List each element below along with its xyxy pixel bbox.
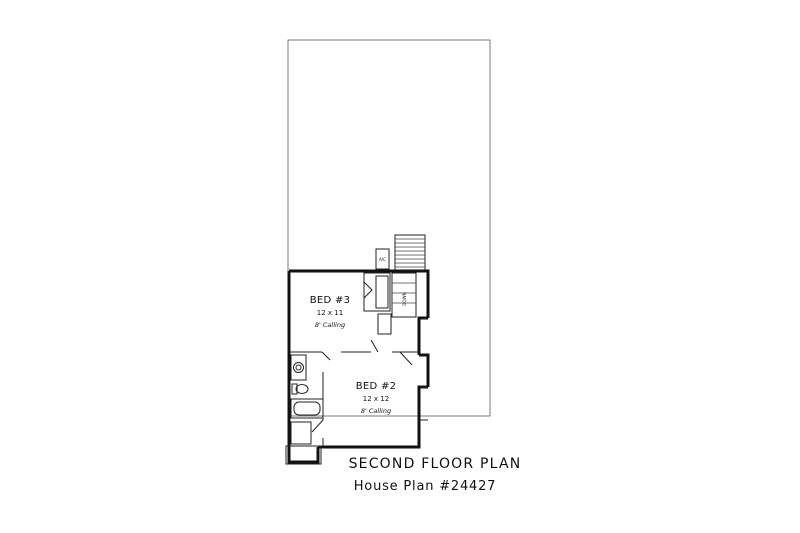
linen-closet <box>290 421 312 445</box>
toilet-icon <box>291 383 309 395</box>
bathroom <box>290 354 324 445</box>
interior-stair: DOWN <box>391 272 417 318</box>
ac-unit: A/C <box>375 248 390 270</box>
ac-label: A/C <box>379 257 386 262</box>
closet-bed3 <box>363 272 392 335</box>
svg-text:8' Calling: 8' Calling <box>315 321 345 329</box>
svg-text:BED #3: BED #3 <box>310 295 351 306</box>
vanity-sink <box>290 354 307 381</box>
svg-text:8' Calling: 8' Calling <box>361 407 391 415</box>
room-label-bed2: BED #2 12 x 12 8' Calling <box>356 381 397 415</box>
room-label-bed3: BED #3 12 x 11 8' Calling <box>310 295 351 329</box>
svg-text:BED #2: BED #2 <box>356 381 397 392</box>
plan-subtitle: House Plan #24427 <box>353 479 497 494</box>
svg-text:12 x 11: 12 x 11 <box>317 309 343 317</box>
svg-text:12 x 12: 12 x 12 <box>363 395 389 403</box>
roof-outline <box>287 39 491 417</box>
exterior-stairs <box>394 234 426 272</box>
stair-down-label: DOWN <box>402 292 407 305</box>
plan-title: SECOND FLOOR PLAN <box>348 456 522 472</box>
interior-walls <box>289 339 419 447</box>
door-swing <box>419 386 428 421</box>
bathtub-icon <box>290 398 324 419</box>
